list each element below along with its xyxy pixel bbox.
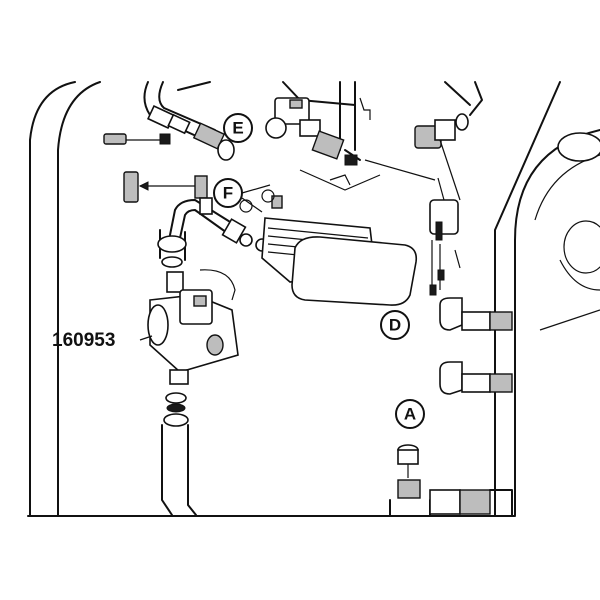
valve-assembly <box>265 81 436 191</box>
circulation-pump <box>139 229 239 516</box>
callout-f: F <box>213 178 271 213</box>
top-right-fitting <box>414 81 483 201</box>
svg-text:F: F <box>223 184 233 203</box>
part-number-label: 160953 <box>52 330 115 351</box>
left-fitting <box>123 171 208 203</box>
svg-text:D: D <box>389 316 401 335</box>
svg-text:A: A <box>404 405 416 424</box>
callout-e: E <box>223 113 253 143</box>
callout-a: A <box>395 399 425 429</box>
casing-outline <box>29 81 211 516</box>
elbow-fittings <box>439 297 513 395</box>
pump-pipe <box>169 197 269 252</box>
heat-exchanger <box>239 189 418 306</box>
drain-fitting <box>389 444 513 516</box>
svg-text:E: E <box>232 119 243 138</box>
top-left-pipe <box>103 81 235 161</box>
temperature-sensor <box>429 177 461 296</box>
expansion-tank <box>494 81 600 516</box>
callout-d: D <box>380 310 410 340</box>
